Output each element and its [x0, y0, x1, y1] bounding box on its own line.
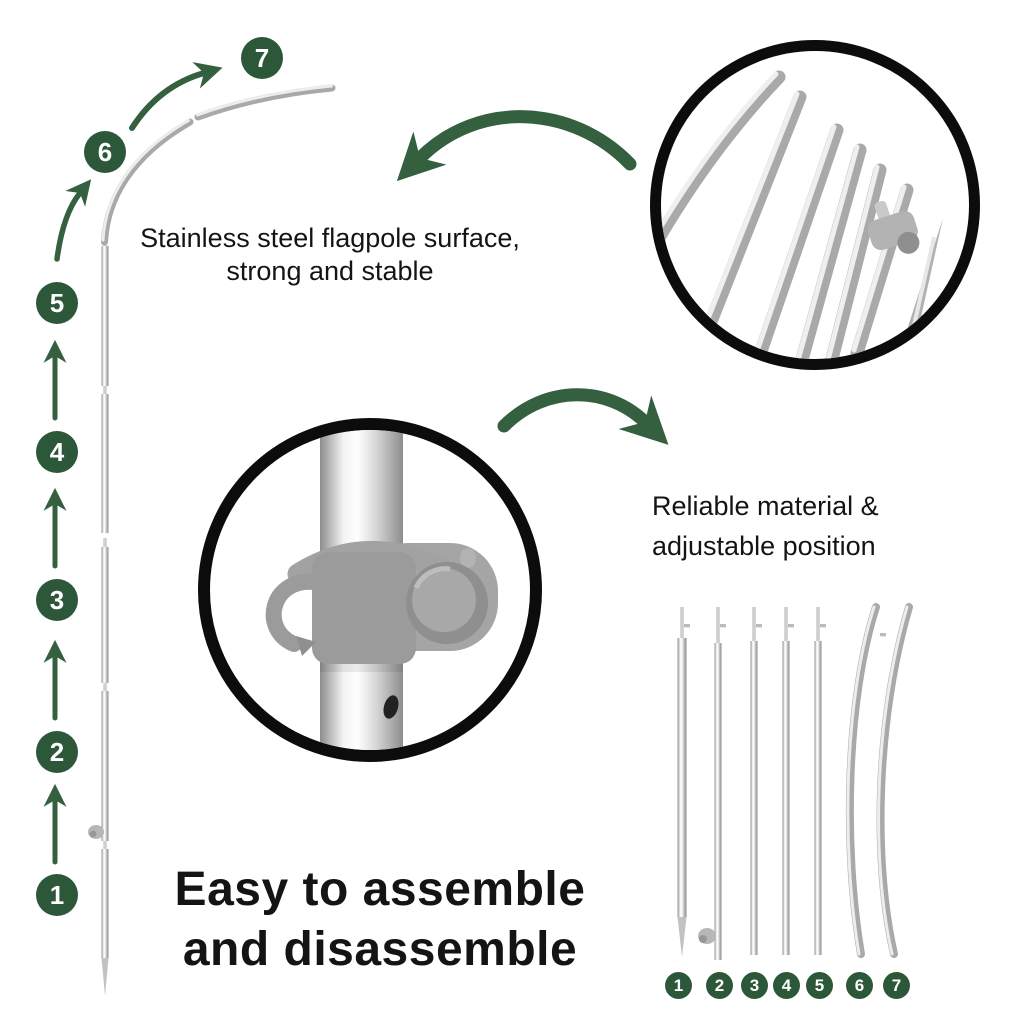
assembled-pole [88, 84, 336, 996]
disassembled-segments [677, 603, 913, 960]
pole-clamp-small [867, 200, 920, 254]
clamp-assembly [265, 541, 498, 664]
step-badge-7: 7 [241, 37, 283, 79]
segment-badge-1: 1 [665, 972, 692, 999]
step-badge-2: 2 [36, 731, 78, 773]
caption-surface-line2: strong and stable [226, 256, 434, 286]
caption-material-line2: adjustable position [652, 531, 876, 561]
pole-segments-bundle-detail [661, 70, 943, 359]
pole-rods [661, 70, 914, 359]
curved-up-arrow-icon [54, 179, 92, 262]
swoosh-arrow-left-icon [396, 110, 637, 182]
segment-badge-2: 2 [706, 972, 733, 999]
caption-material: Reliable material & adjustable position [652, 486, 932, 566]
detail-circle-clamp [198, 418, 542, 762]
caption-assemble-line1: Easy to assemble [174, 863, 586, 916]
step-badge-4: 4 [36, 431, 78, 473]
curved-arrow-icon [129, 62, 223, 131]
curved-top-segments [101, 84, 336, 246]
step-badge-5: 5 [36, 282, 78, 324]
detail-circle-surface [650, 40, 980, 370]
segment-badge-4: 4 [773, 972, 800, 999]
clamp-mechanism-detail [265, 430, 498, 750]
caption-material-line1: Reliable material & [652, 491, 879, 521]
assembly-arrows [43, 62, 669, 865]
caption-surface: Stainless steel flagpole surface, strong… [140, 222, 520, 288]
swoosh-arrow-right-icon [497, 388, 669, 445]
segment-badge-7: 7 [883, 972, 910, 999]
clamp-hook [265, 573, 322, 652]
segment-badge-5: 5 [806, 972, 833, 999]
step-badge-6: 6 [84, 131, 126, 173]
segment-badge-3: 3 [741, 972, 768, 999]
curved-segment-7 [876, 603, 913, 958]
segment-badge-6: 6 [846, 972, 873, 999]
segment-clamp [698, 928, 716, 944]
pole-clamp-marker [88, 825, 104, 839]
curved-segment-6 [845, 603, 886, 958]
caption-assemble-line2: and disassemble [182, 923, 578, 976]
step-badge-1: 1 [36, 874, 78, 916]
step-badge-3: 3 [36, 579, 78, 621]
pole-spike [101, 958, 109, 996]
pole-hole [383, 695, 399, 719]
caption-assemble: Easy to assemble and disassemble [130, 860, 630, 980]
caption-surface-line1: Stainless steel flagpole surface, [140, 223, 520, 253]
